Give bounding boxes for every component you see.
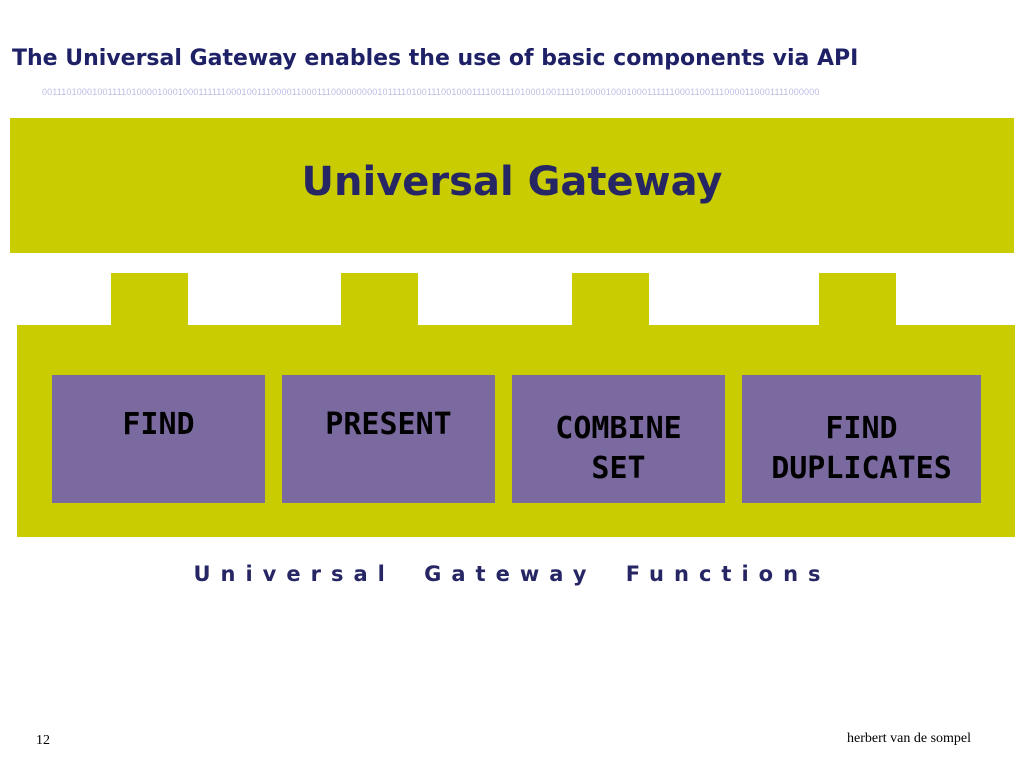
connector-find-duplicates	[819, 273, 896, 329]
function-box-find-duplicates: FIND DUPLICATES	[742, 375, 981, 503]
connector-find	[111, 273, 188, 329]
function-box-find: FIND	[52, 375, 265, 503]
page-number: 12	[36, 733, 50, 748]
author-credit: herbert van de sompel	[847, 731, 972, 746]
function-label-line-1: FIND	[825, 411, 898, 446]
function-label: FIND	[122, 407, 195, 442]
connector-present	[341, 273, 418, 329]
binary-strip-decoration: 0011101000100111101000010001000111111000…	[42, 87, 820, 97]
function-box-present: PRESENT	[282, 375, 495, 503]
function-label: PRESENT	[325, 407, 452, 442]
gateway-title: Universal Gateway	[301, 158, 723, 205]
functions-caption: Universal Gateway Functions	[193, 562, 831, 586]
function-label-line-2: SET	[591, 451, 646, 486]
function-box-combine-set: COMBINE SET	[512, 375, 725, 503]
slide-title: The Universal Gateway enables the use of…	[12, 46, 859, 71]
function-label-line-2: DUPLICATES	[771, 451, 952, 486]
function-label-line-1: COMBINE	[555, 411, 682, 446]
gateway-banner: Universal Gateway	[10, 118, 1014, 253]
connector-combine-set	[572, 273, 649, 329]
